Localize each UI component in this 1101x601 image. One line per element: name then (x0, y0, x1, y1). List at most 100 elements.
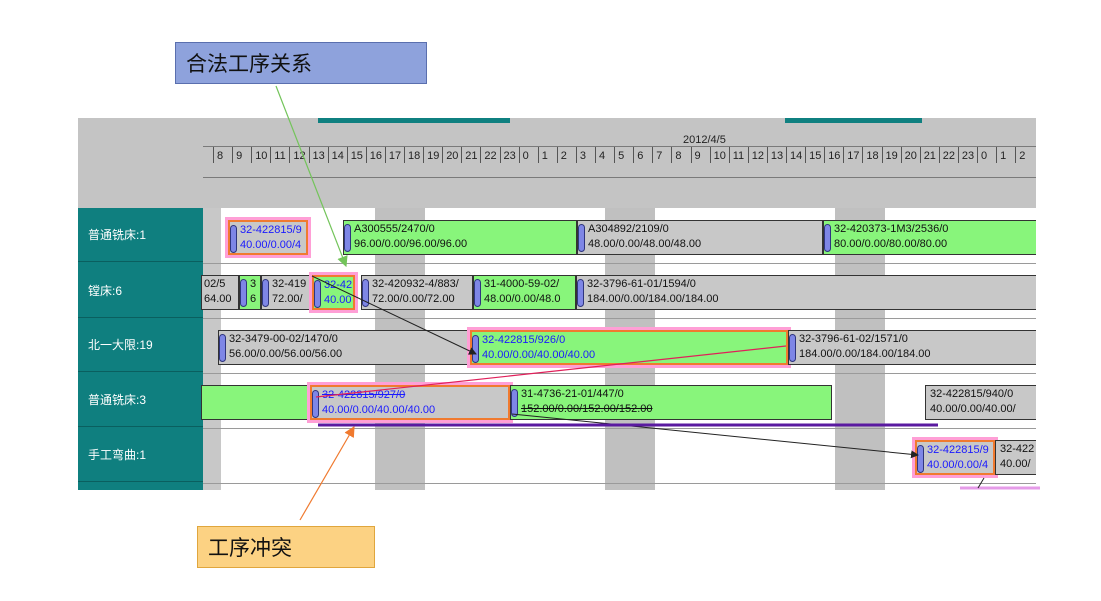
hour-tick (786, 147, 787, 163)
row-divider (203, 263, 1036, 264)
task-values: 184.00/0.00/184.00/184.00 (587, 293, 719, 305)
hour-label: 19 (427, 150, 440, 162)
task-bar[interactable]: 31-4736-21-01/447/0 152.00/0.00/152.00/1… (510, 385, 832, 420)
task-bar[interactable]: 32-3796-61-01/1594/0 184.00/0.00/184.00/… (576, 275, 1036, 310)
task-bar[interactable]: 32-422815/926/0 40.00/0.00/40.00/40.00 (467, 327, 791, 368)
hour-tick (442, 147, 444, 163)
hour-tick (690, 147, 692, 163)
hour-tick (957, 147, 959, 163)
task-bar[interactable]: 32-422815/927/0 40.00/0.00/40.00/40.00 (307, 382, 513, 423)
hour-label: 1 (1000, 150, 1007, 162)
task-handle[interactable] (577, 279, 584, 307)
hour-tick (384, 147, 386, 163)
hour-label: 14 (790, 150, 803, 162)
task-handle[interactable] (312, 390, 319, 418)
task-values: 40.00/0.00/40.00/ (930, 403, 1016, 415)
hour-tick (556, 147, 558, 163)
task-handle[interactable] (917, 445, 924, 473)
task-bar[interactable] (201, 385, 309, 420)
hour-label: 18 (866, 150, 879, 162)
task-bar[interactable]: 3 6 (239, 275, 261, 310)
resource-row-label[interactable]: 普通铣床:3 (78, 373, 203, 427)
task-bar[interactable]: 32-420932-4/883/ 72.00/0.00/72.00 (361, 275, 473, 310)
hour-label: 3 (579, 150, 587, 162)
task-values: 40.00 (324, 294, 352, 306)
resource-row-label[interactable]: 手工弯曲:1 (78, 428, 203, 482)
resource-row-label[interactable]: 普通铣床:1 (78, 208, 203, 262)
task-id: A304892/2109/0 (588, 223, 669, 235)
hour-label: 23 (503, 150, 516, 162)
task-handle[interactable] (314, 280, 321, 308)
row-divider (203, 483, 1036, 484)
hour-tick (595, 147, 596, 163)
task-bar[interactable]: 32-420373-1M3/2536/0 80.00/0.00/80.00/80… (823, 220, 1036, 255)
task-bar[interactable]: 32-422815/9 40.00/0.00/4 (225, 217, 311, 258)
hour-label: 13 (770, 150, 784, 162)
task-handle[interactable] (262, 279, 269, 307)
task-bar[interactable]: 32-422815/940/0 40.00/0.00/40.00/ (925, 385, 1036, 420)
task-id: 02/5 (204, 278, 226, 290)
task-bar[interactable]: A304892/2109/0 48.00/0.00/48.00/48.00 (577, 220, 823, 255)
task-values: 40.00/ (1000, 458, 1031, 470)
hour-tick (996, 147, 998, 163)
task-id: 3 (250, 278, 257, 290)
divider (203, 177, 1036, 178)
task-handle[interactable] (472, 335, 479, 363)
task-values: 72.00/ (272, 293, 303, 305)
hour-label: 7 (656, 150, 663, 162)
hour-tick (633, 147, 635, 163)
hour-tick (766, 147, 768, 163)
row-divider (203, 428, 1036, 429)
task-handle[interactable] (824, 224, 831, 252)
hour-label: 10 (255, 150, 268, 162)
callout-operation-conflict: 工序冲突 (197, 526, 375, 568)
hour-label: 16 (369, 150, 383, 162)
hour-label: 5 (618, 150, 625, 162)
task-bar[interactable]: 02/5 64.00 (201, 275, 239, 310)
task-handle[interactable] (474, 279, 481, 307)
hour-label: 6 (637, 150, 644, 162)
task-bar[interactable]: 32-3479-00-02/1470/0 56.00/0.00/56.00/56… (218, 330, 470, 365)
task-id: 31-4736-21-01/447/0 (521, 388, 624, 400)
task-bar[interactable]: A300555/2470/0 96.00/0.00/96.00/96.00 (343, 220, 577, 255)
hour-tick (404, 147, 405, 163)
task-handle[interactable] (219, 334, 226, 362)
task-id: 32-3479-00-02/1470/0 (229, 333, 338, 345)
resource-row-label[interactable]: 镗床:6 (78, 264, 203, 318)
hour-label: 2 (560, 150, 567, 162)
hour-label: 12 (293, 150, 306, 162)
resource-row-label[interactable]: 北一大限:19 (78, 318, 203, 372)
task-values: 56.00/0.00/56.00/56.00 (229, 348, 343, 360)
hour-label: 19 (885, 150, 898, 162)
hour-label: 10 (713, 150, 726, 162)
task-bar[interactable]: 32-422815/9 40.00/0.00/4 (912, 437, 998, 478)
task-handle[interactable] (240, 279, 247, 307)
task-handle[interactable] (362, 279, 369, 307)
hour-label: 20 (446, 150, 459, 162)
task-handle[interactable] (230, 225, 237, 253)
task-handle[interactable] (578, 224, 585, 252)
hour-tick (862, 147, 864, 163)
task-handle[interactable] (789, 334, 796, 362)
task-bar[interactable]: 32-42 40.00 (309, 272, 358, 313)
hour-tick (213, 147, 214, 163)
task-values: 40.00/0.00/4 (927, 459, 989, 471)
task-bar[interactable]: 31-4000-59-02/ 48.00/0.00/48.0 (473, 275, 576, 310)
task-values: 184.00/0.00/184.00/184.00 (799, 348, 931, 360)
task-bar[interactable]: 32-422 40.00/ (995, 440, 1036, 475)
hour-label: 14 (331, 150, 344, 162)
task-id: 32-422815/926/0 (482, 334, 566, 346)
task-values: 64.00 (204, 293, 232, 305)
hour-label: 12 (751, 150, 765, 162)
hour-label: 15 (350, 150, 363, 162)
hour-label: 21 (465, 150, 478, 162)
hour-tick (900, 147, 902, 163)
task-handle[interactable] (344, 224, 351, 252)
task-id: 32-420373-1M3/2536/0 (834, 223, 949, 235)
task-bar[interactable]: 32-419 72.00/ (261, 275, 311, 310)
task-handle[interactable] (511, 389, 518, 417)
hour-tick (881, 147, 883, 163)
task-bar[interactable]: 32-3796-61-02/1571/0 184.00/0.00/184.00/… (788, 330, 1036, 365)
